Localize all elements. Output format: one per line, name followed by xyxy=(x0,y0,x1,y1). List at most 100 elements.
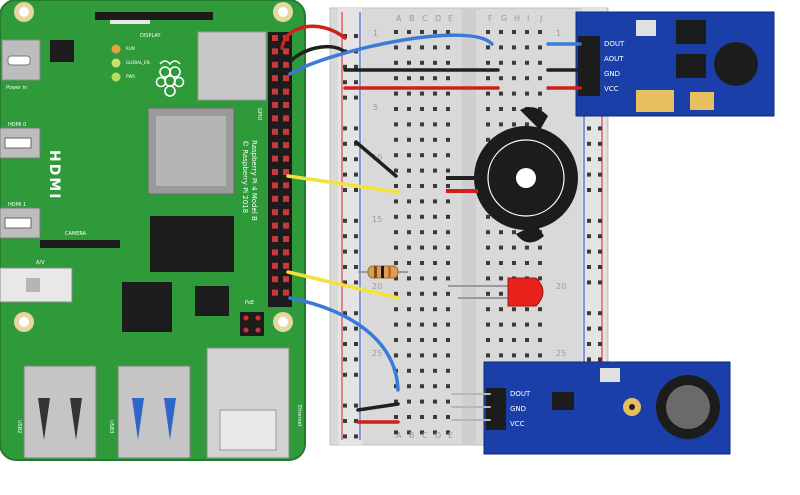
col-letter: E xyxy=(448,431,453,440)
breadboard-hole xyxy=(407,137,411,142)
breadboard-hole xyxy=(538,276,542,281)
gpio-pin xyxy=(283,61,289,68)
gpio-pin xyxy=(272,142,278,149)
usb3-port xyxy=(117,365,191,459)
rail-hole xyxy=(598,157,602,162)
rail-hole xyxy=(587,265,591,269)
breadboard-hole xyxy=(499,291,503,296)
breadboard-hole xyxy=(538,30,542,34)
buzzer-icon xyxy=(516,168,536,188)
breadboard-hole xyxy=(499,60,503,65)
rail-hole xyxy=(354,434,358,439)
breadboard-hole xyxy=(499,122,503,127)
rail-hole xyxy=(354,95,358,100)
rail-hole xyxy=(354,326,358,331)
raspberry-pi-board: DISPLAY Power in RUN GLOBAL_EN PWR xyxy=(0,0,306,461)
breadboard-hole xyxy=(525,30,529,34)
breadboard-hole xyxy=(512,107,516,111)
gpio-pin xyxy=(283,289,289,296)
breadboard-hole xyxy=(525,338,529,342)
motion-chip xyxy=(552,392,574,410)
pwr-led xyxy=(111,72,121,82)
col-letter: D xyxy=(435,14,441,23)
breadboard-hole xyxy=(394,384,398,389)
rail-hole xyxy=(598,311,602,316)
breadboard-hole xyxy=(433,122,437,127)
breadboard-hole xyxy=(486,230,490,235)
rail-hole xyxy=(354,372,358,377)
breadboard-hole xyxy=(512,353,516,358)
breadboard-hole xyxy=(407,276,411,281)
global-led xyxy=(111,58,121,68)
gpio-pin xyxy=(272,128,278,135)
breadboard-hole xyxy=(433,184,437,188)
rail-hole xyxy=(343,218,347,223)
breadboard-hole xyxy=(538,76,542,81)
breadboard-hole xyxy=(433,30,437,34)
gpio-pin xyxy=(272,35,278,41)
breadboard-hole xyxy=(394,214,398,219)
breadboard-hole xyxy=(433,45,437,50)
rail-hole xyxy=(598,357,602,362)
breadboard-hole xyxy=(433,199,437,204)
breadboard-hole xyxy=(433,276,437,281)
wire-yellow-buzzer xyxy=(286,174,400,194)
wire-red-pi-to-rail xyxy=(280,24,347,50)
rail-hole xyxy=(343,80,347,85)
rail-hole xyxy=(354,280,358,285)
rail-hole xyxy=(343,326,347,331)
wires xyxy=(280,24,582,424)
breadboard-hole xyxy=(420,338,424,342)
breadboard-hole xyxy=(407,399,411,404)
breadboard-hole xyxy=(433,214,437,219)
breadboard-hole xyxy=(420,137,424,142)
rail-hole xyxy=(354,80,358,85)
breadboard-hole xyxy=(512,76,516,81)
breadboard-hole xyxy=(499,338,503,342)
breadboard-hole xyxy=(420,30,424,34)
breadboard-hole xyxy=(407,91,411,96)
rail-hole xyxy=(343,64,347,69)
power-label: Power in xyxy=(6,85,27,91)
breadboard-hole xyxy=(538,307,542,312)
gpio-pin xyxy=(283,169,289,175)
column-letters-top: A B C D E F G H I J xyxy=(396,14,542,23)
breadboard-hole xyxy=(407,153,411,158)
gpio-pin xyxy=(272,236,278,242)
gpio-pin xyxy=(283,249,289,256)
ram-chip xyxy=(150,216,234,272)
rail-hole xyxy=(354,342,358,346)
amp-chip xyxy=(676,54,706,78)
breadboard-hole xyxy=(394,245,398,250)
hdmi0-label: HDMI 0 xyxy=(8,122,26,128)
breadboard-hole xyxy=(446,30,450,34)
breadboard-hole xyxy=(446,384,450,389)
rail-hole xyxy=(354,172,358,177)
breadboard-hole xyxy=(486,91,490,96)
breadboard-hole xyxy=(407,45,411,50)
breadboard-hole xyxy=(407,184,411,188)
rail-hole xyxy=(354,357,358,362)
breadboard-hole xyxy=(446,60,450,65)
gpio-pin xyxy=(283,182,289,189)
breadboard-hole xyxy=(394,137,398,142)
breadboard-hole xyxy=(446,415,450,419)
breadboard-hole xyxy=(394,30,398,34)
rail-hole xyxy=(354,419,358,423)
motion-pin-label: GND xyxy=(510,405,526,413)
rail-hole xyxy=(587,157,591,162)
rail-hole xyxy=(587,326,591,331)
rail-hole xyxy=(343,342,347,346)
breadboard-hole xyxy=(446,399,450,404)
gpio-pin xyxy=(272,88,278,95)
led-global-label: GLOBAL_EN xyxy=(126,60,150,65)
sound-pin-label: VCC xyxy=(604,85,619,93)
gpio-pin xyxy=(272,75,278,82)
rail-hole xyxy=(354,234,358,239)
breadboard-hole xyxy=(525,60,529,65)
rail-hole xyxy=(598,218,602,223)
breadboard-hole xyxy=(499,276,503,281)
breadboard-hole xyxy=(512,261,516,265)
breadboard-hole xyxy=(446,276,450,281)
breadboard-hole xyxy=(446,122,450,127)
